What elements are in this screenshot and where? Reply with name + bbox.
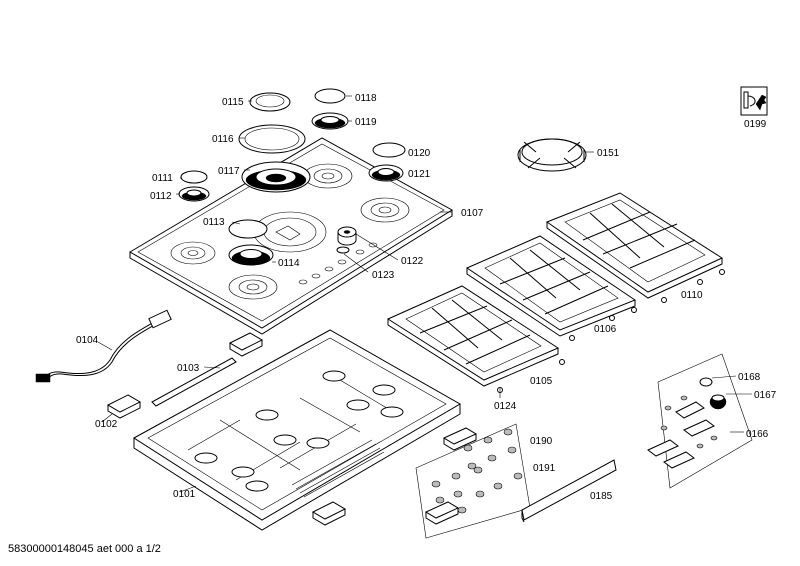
document-reference-footer: 58300000148045 aet 000 a 1/2 — [8, 543, 161, 555]
wok-ring-support — [517, 138, 587, 172]
control-knob — [336, 226, 357, 254]
label-0118: 0118 — [355, 93, 377, 104]
label-0124: 0124 — [494, 401, 517, 412]
label-0119: 0119 — [355, 117, 377, 128]
label-0122: 0122 — [401, 256, 424, 267]
fixing-clamp-kit — [647, 353, 753, 489]
label-0116: 0116 — [212, 134, 234, 145]
wrench-tool-icon — [740, 86, 768, 116]
label-0191: 0191 — [533, 463, 556, 474]
screw — [431, 428, 523, 514]
base-tray — [133, 329, 461, 531]
label-0185: 0185 — [590, 491, 613, 502]
valve-fittings — [194, 370, 404, 492]
label-0168: 0168 — [738, 372, 761, 383]
rubber-feet — [497, 269, 725, 393]
label-0167: 0167 — [754, 390, 777, 401]
label-0110: 0110 — [681, 290, 703, 301]
label-0113: 0113 — [203, 217, 225, 228]
knob-holes — [298, 242, 378, 285]
label-0104: 0104 — [76, 335, 99, 346]
label-0199: 0199 — [744, 119, 767, 130]
label-0121: 0121 — [408, 169, 431, 180]
pan-support-0106 — [465, 235, 637, 337]
burner-ring — [170, 163, 410, 300]
leader-lines — [97, 95, 752, 493]
label-0106: 0106 — [594, 324, 617, 335]
label-0190: 0190 — [530, 436, 553, 447]
label-0120: 0120 — [408, 148, 431, 159]
label-0166: 0166 — [746, 429, 769, 440]
label-0117: 0117 — [218, 166, 240, 177]
pan-support-0110 — [545, 192, 724, 299]
vent-grid — [291, 439, 385, 498]
label-0102: 0102 — [95, 419, 118, 430]
screw-set — [415, 423, 531, 539]
label-0115: 0115 — [222, 97, 244, 108]
label-0114: 0114 — [278, 258, 300, 269]
seal-strip — [521, 459, 617, 523]
label-0101: 0101 — [173, 489, 196, 500]
label-0103: 0103 — [177, 363, 200, 374]
label-0111: 0111 — [152, 173, 173, 184]
pan-support-0105 — [386, 285, 560, 387]
power-cable — [35, 309, 172, 383]
label-0105: 0105 — [530, 376, 553, 387]
label-0112: 0112 — [150, 191, 172, 202]
mounting-bracket — [106, 332, 347, 526]
support-rod — [151, 357, 237, 407]
label-0107: 0107 — [461, 208, 484, 219]
part-labels: 0115 0118 0119 0116 0120 0117 0121 0111 … — [76, 93, 777, 502]
label-0151: 0151 — [597, 148, 620, 159]
label-0123: 0123 — [372, 270, 395, 281]
burner-caps — [178, 88, 406, 266]
